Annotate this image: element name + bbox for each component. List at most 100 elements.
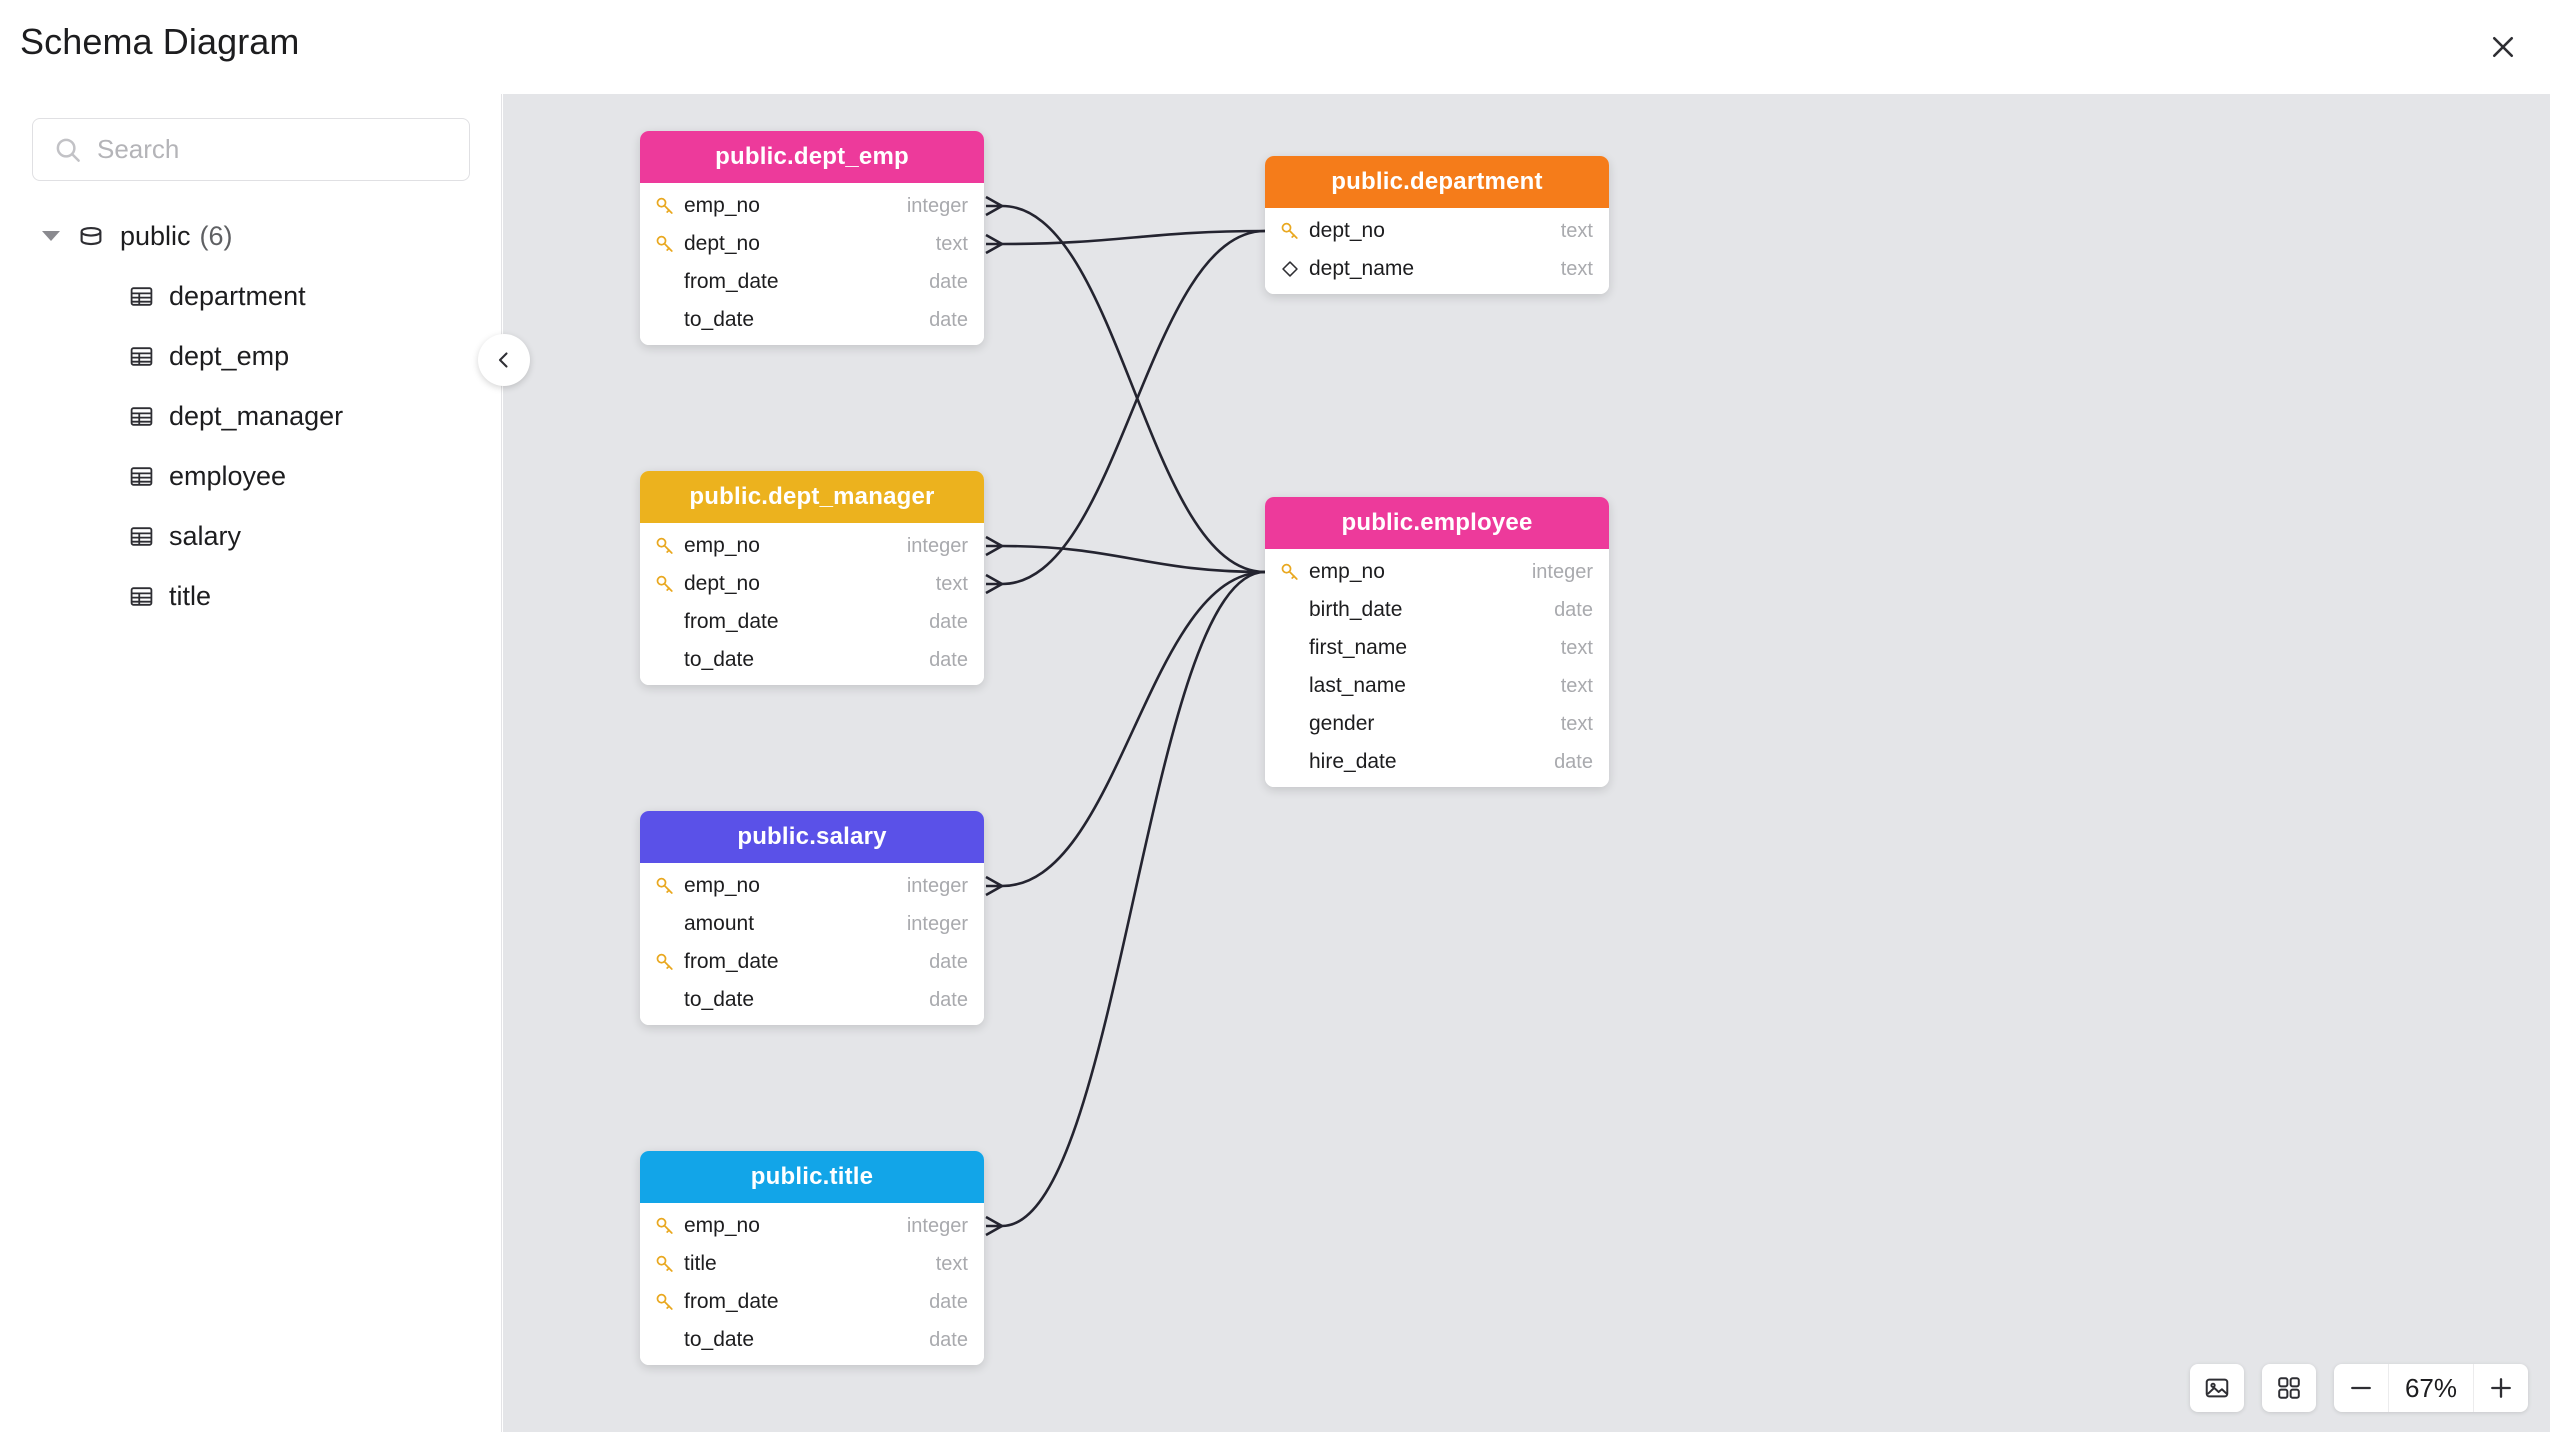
chevron-down-icon[interactable] [42, 231, 60, 241]
field-type: date [929, 950, 968, 973]
search-input[interactable] [97, 129, 427, 170]
relationship-edge [1001, 204, 1266, 574]
field-name: dept_no [684, 232, 760, 255]
table-icon [130, 406, 153, 426]
table-icon [130, 466, 153, 486]
sidebar-item-department[interactable]: department [0, 266, 502, 326]
sidebar-item-title[interactable]: title [0, 566, 502, 626]
entity-field-amount[interactable]: amount integer [640, 905, 984, 943]
field-type: integer [906, 874, 968, 897]
minus-icon [2351, 1386, 2371, 1390]
sidebar-item-salary[interactable]: salary [0, 506, 502, 566]
field-name: dept_no [1309, 219, 1385, 242]
field-type: date [929, 1290, 968, 1313]
layout-grid-button[interactable] [2262, 1364, 2316, 1412]
table-icon [130, 586, 153, 606]
entity-node-title: public.department [1265, 156, 1609, 208]
sidebar-item-label: department [169, 280, 306, 311]
schema-count: (6) [199, 220, 233, 251]
field-name: emp_no [684, 534, 760, 557]
close-button[interactable] [2470, 14, 2536, 80]
sidebar-item-label: employee [169, 460, 287, 491]
field-name: hire_date [1309, 750, 1397, 773]
field-name: amount [684, 912, 755, 935]
sidebar-collapse-button[interactable] [478, 334, 530, 386]
export-image-button[interactable] [2190, 1364, 2244, 1412]
index-diamond-icon [1282, 261, 1298, 277]
page-title: Schema Diagram [20, 21, 300, 62]
relationship-edge [1001, 229, 1266, 586]
canvas-toolbar: 67% [2190, 1364, 2528, 1412]
field-name: dept_no [684, 572, 760, 595]
entity-node-title: public.employee [1265, 497, 1609, 549]
primary-key-icon [656, 1217, 673, 1234]
primary-key-icon [656, 953, 673, 970]
field-name: from_date [684, 270, 779, 293]
field-name: title [684, 1252, 717, 1275]
zoom-level-label[interactable]: 67% [2388, 1364, 2474, 1412]
schema-label: public [120, 220, 191, 251]
sidebar-item-employee[interactable]: employee [0, 446, 502, 506]
field-name: from_date [684, 610, 779, 633]
field-name: last_name [1309, 674, 1406, 697]
tree-schema-public[interactable]: public (6) [0, 206, 502, 266]
table-icon [130, 526, 153, 546]
field-type: integer [906, 534, 968, 557]
field-name: birth_date [1309, 598, 1403, 621]
sidebar-item-dept_emp[interactable]: dept_emp [0, 326, 502, 386]
sidebar-item-dept_manager[interactable]: dept_manager [0, 386, 502, 446]
entity-field-emp_no[interactable]: emp_no integer [640, 527, 984, 565]
schema-tree: public (6) department dept_emp dept_manage… [0, 206, 502, 626]
field-name: to_date [684, 308, 755, 331]
entity-node-title: public.dept_emp [640, 131, 984, 183]
zoom-controls: 67% [2334, 1364, 2528, 1412]
sidebar-item-label: dept_emp [169, 340, 290, 371]
search-box[interactable] [32, 118, 470, 181]
sidebar-item-label: salary [169, 520, 242, 551]
table-icon [130, 346, 153, 366]
entity-field-title[interactable]: title text [640, 1245, 984, 1283]
field-type: text [935, 1252, 968, 1275]
zoom-out-button[interactable] [2334, 1364, 2388, 1412]
sidebar-item-label: title [169, 580, 212, 611]
entity-node-title: public.dept_manager [640, 471, 984, 523]
primary-key-icon [656, 197, 673, 214]
image-icon [2205, 1378, 2229, 1398]
field-type: integer [906, 912, 968, 935]
zoom-in-button[interactable] [2474, 1364, 2528, 1412]
field-type: date [929, 1328, 968, 1351]
